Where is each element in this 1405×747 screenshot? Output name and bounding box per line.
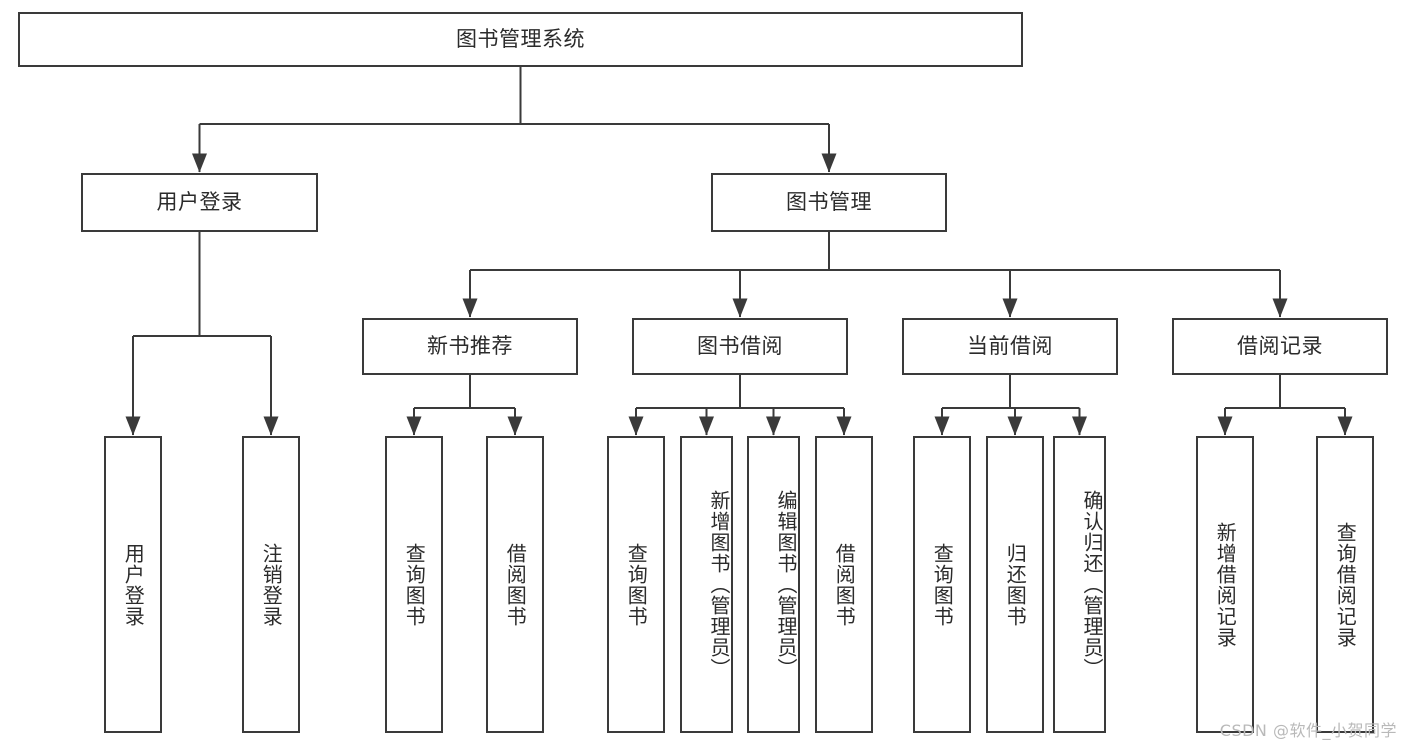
node-label: 当前借阅 — [967, 333, 1053, 358]
node-label: 确认归还（管理员） — [1080, 490, 1104, 679]
node-root-system[interactable]: 图书管理系统 — [18, 12, 1023, 67]
node-label: 新增借阅记录 — [1213, 521, 1238, 648]
node-new-book-recommend[interactable]: 新书推荐 — [362, 318, 578, 375]
node-book-borrow[interactable]: 图书借阅 — [632, 318, 848, 375]
node-book-management[interactable]: 图书管理 — [711, 173, 947, 232]
node-label: 查询图书 — [624, 542, 649, 627]
leaf-user-logout[interactable]: 注销登录 — [242, 436, 300, 733]
node-label: 新增图书（管理员） — [707, 490, 731, 679]
csdn-watermark: CSDN @软件_小贺同学 — [1219, 721, 1397, 740]
node-label: 查询图书 — [402, 542, 427, 627]
leaf-query-book-borrow[interactable]: 查询图书 — [607, 436, 665, 733]
node-label: 注销登录 — [259, 542, 284, 627]
node-label: 借阅图书 — [503, 542, 528, 627]
node-borrow-record[interactable]: 借阅记录 — [1172, 318, 1388, 375]
node-label: 用户登录 — [156, 189, 243, 214]
leaf-add-borrow-record[interactable]: 新增借阅记录 — [1196, 436, 1254, 733]
node-label: 图书管理 — [786, 189, 872, 214]
node-label: 图书借阅 — [697, 333, 783, 358]
node-current-borrow[interactable]: 当前借阅 — [902, 318, 1118, 375]
node-label: 编辑图书（管理员） — [774, 490, 798, 679]
leaf-add-book-admin[interactable]: 新增图书（管理员） — [680, 436, 733, 733]
leaf-edit-book-admin[interactable]: 编辑图书（管理员） — [747, 436, 800, 733]
leaf-borrow-book-recommend[interactable]: 借阅图书 — [486, 436, 544, 733]
leaf-query-book-recommend[interactable]: 查询图书 — [385, 436, 443, 733]
node-user-login[interactable]: 用户登录 — [81, 173, 318, 232]
node-label: 用户登录 — [121, 542, 146, 627]
node-label: 查询借阅记录 — [1333, 521, 1358, 648]
node-label: 图书管理系统 — [456, 26, 585, 51]
node-label: 查询图书 — [930, 542, 955, 627]
node-label: 借阅图书 — [832, 542, 857, 627]
leaf-confirm-return-admin[interactable]: 确认归还（管理员） — [1053, 436, 1106, 733]
leaf-return-book[interactable]: 归还图书 — [986, 436, 1044, 733]
leaf-query-book-current[interactable]: 查询图书 — [913, 436, 971, 733]
node-label: 归还图书 — [1003, 542, 1028, 627]
node-label: 借阅记录 — [1237, 333, 1323, 358]
leaf-query-borrow-record[interactable]: 查询借阅记录 — [1316, 436, 1374, 733]
leaf-borrow-book[interactable]: 借阅图书 — [815, 436, 873, 733]
leaf-user-login[interactable]: 用户登录 — [104, 436, 162, 733]
node-label: 新书推荐 — [427, 333, 513, 358]
